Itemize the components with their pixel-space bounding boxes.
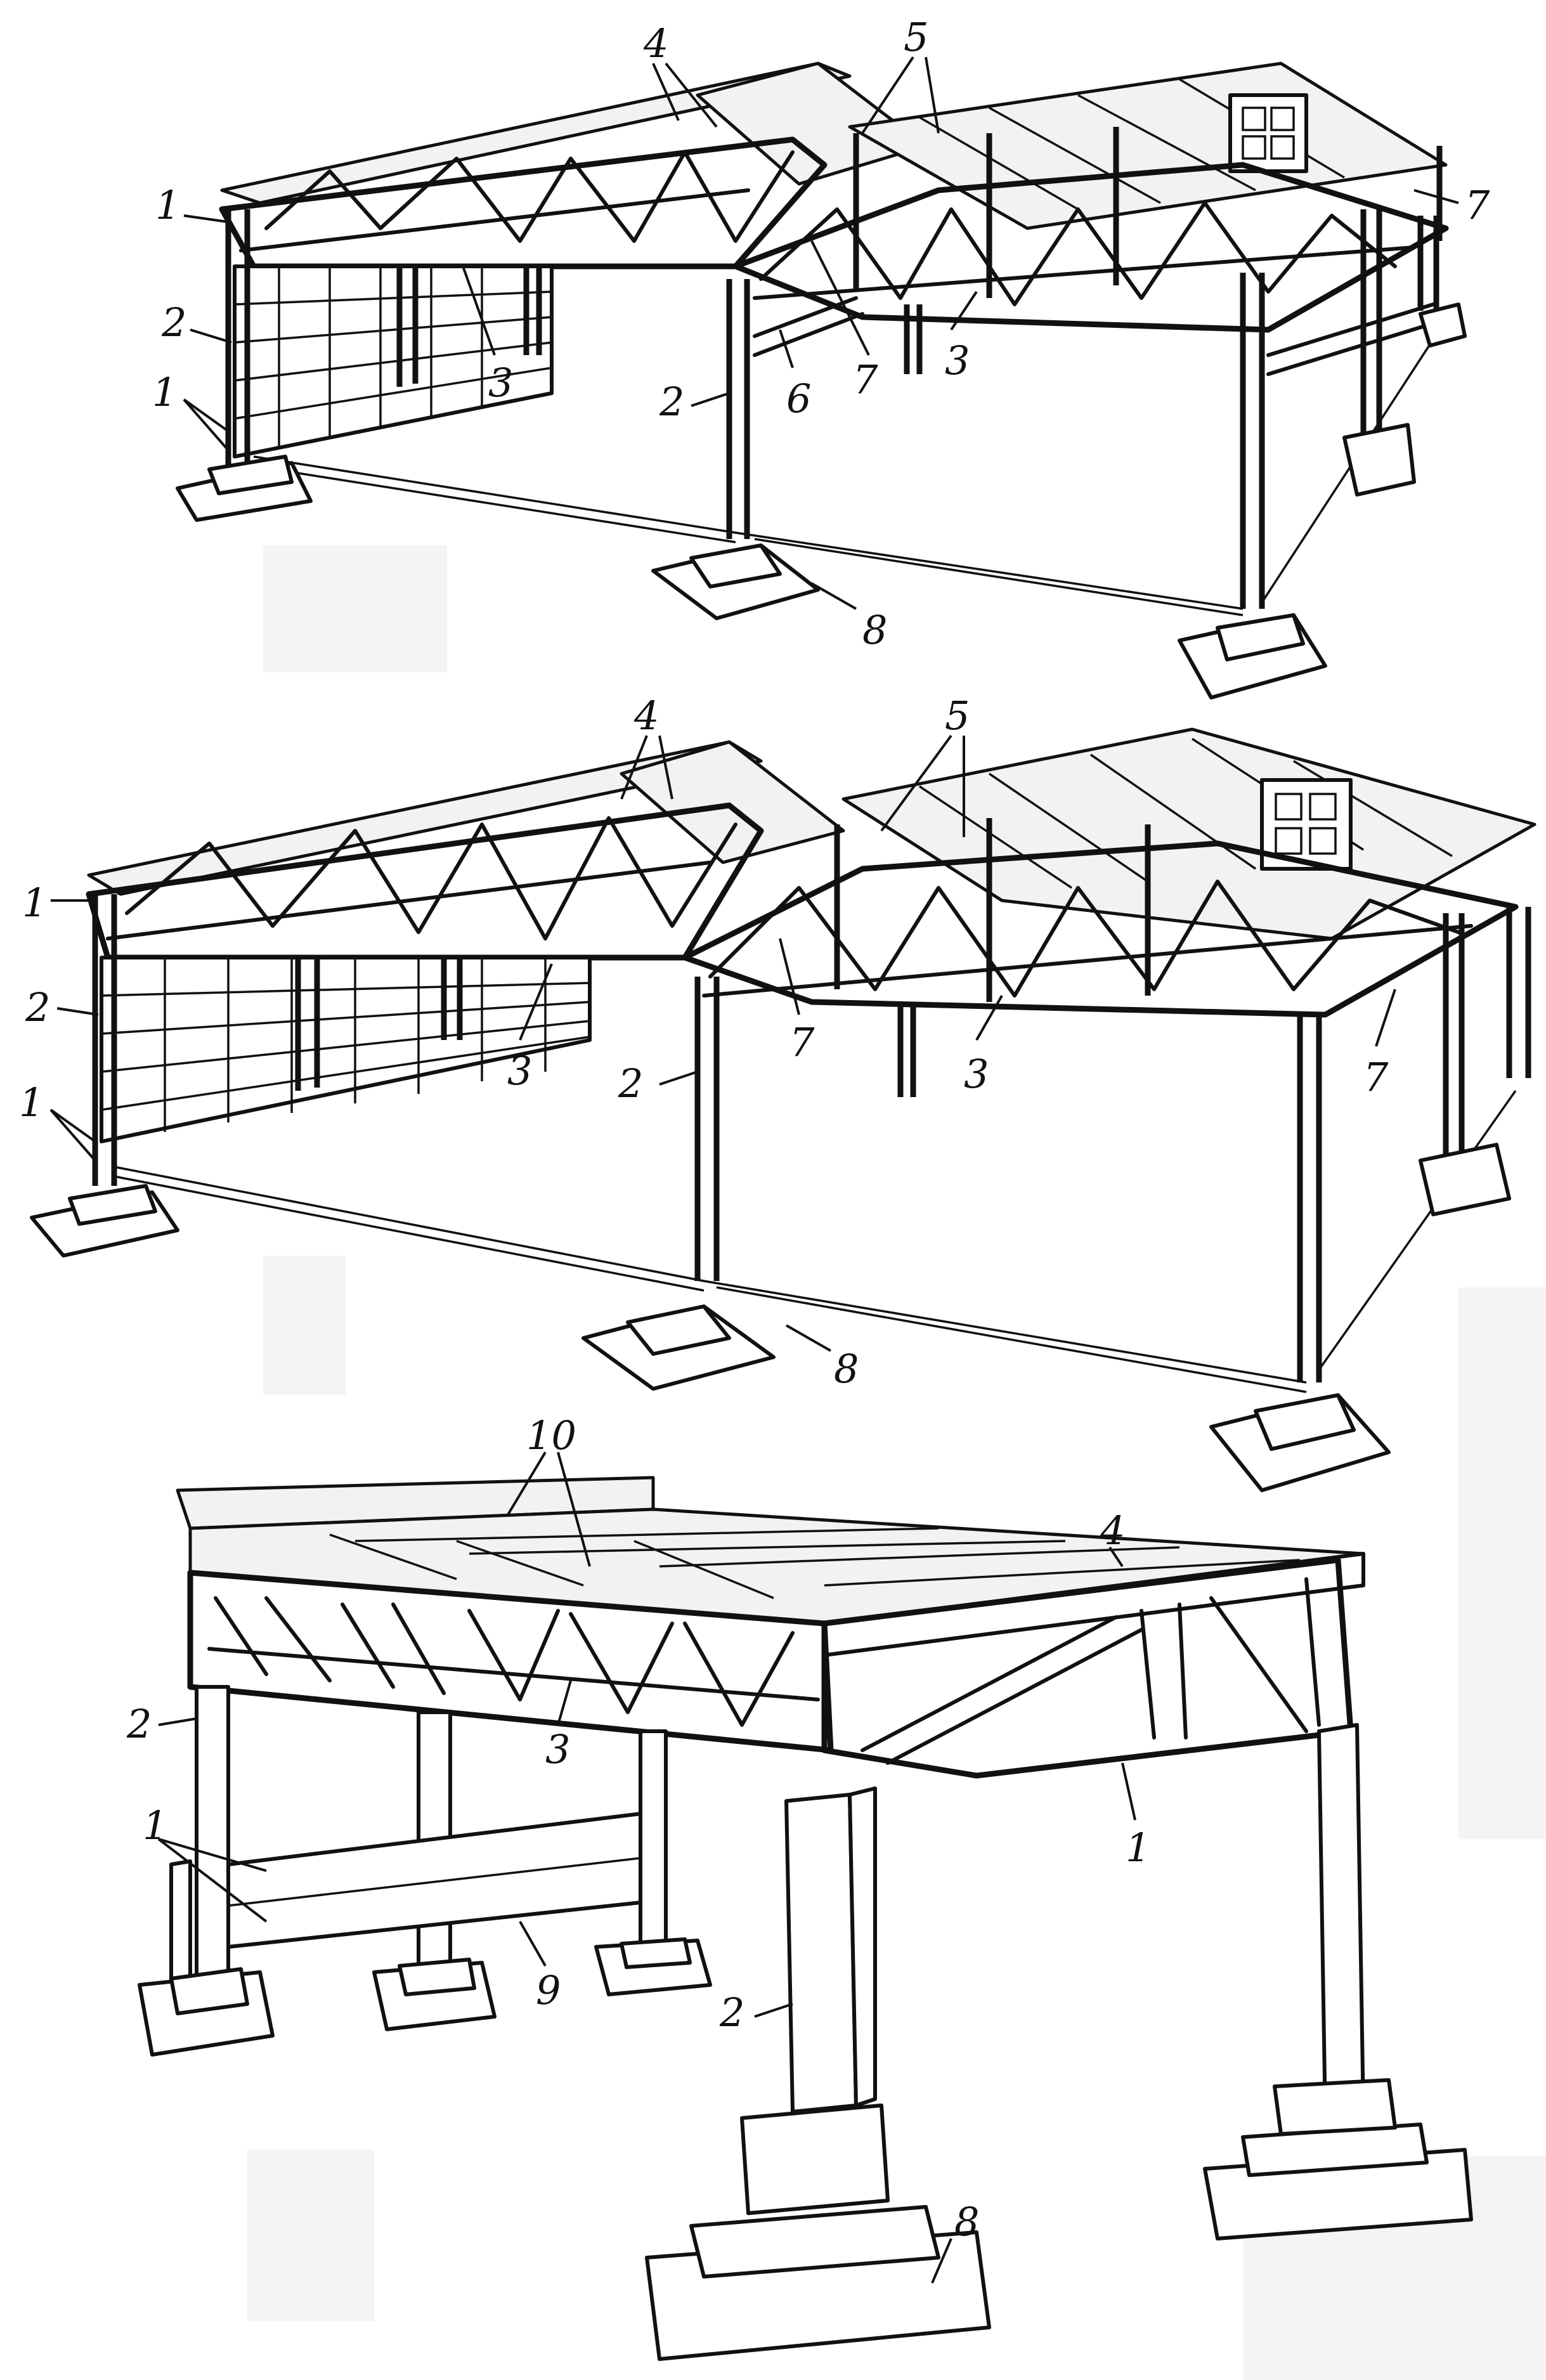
label-1-wall-beam: 1 xyxy=(19,1079,44,1126)
column-right-front xyxy=(1240,273,1265,609)
part-labels: 1 2 1 4 5 3 3 7 6 2 7 8 1 2 1 4 5 3 7 2 … xyxy=(19,14,1490,2245)
label-5-lantern-frame: 5 xyxy=(945,693,970,739)
label-2-column: 2 xyxy=(126,1701,152,1747)
column-left xyxy=(225,209,250,469)
label-7-valley: 7 xyxy=(789,1019,815,1065)
label-3-roof-truss: 3 xyxy=(507,1048,532,1094)
label-3-roof-truss: 3 xyxy=(945,337,970,384)
figure-middle-frame xyxy=(30,727,1536,1492)
roof-truss-cross xyxy=(821,1557,1354,1779)
roof-truss-left xyxy=(86,802,764,961)
label-4-lantern-truss: 4 xyxy=(633,693,659,739)
column-right-front xyxy=(1297,1015,1322,1382)
roof-edge-slab xyxy=(87,740,763,896)
scan-smudge xyxy=(263,545,447,672)
figure-bottom-frame xyxy=(138,1476,1473,2361)
label-3-roof-truss: 3 xyxy=(545,1726,570,1772)
label-9-foundation-beam: 9 xyxy=(536,1967,561,2013)
label-8-footing: 8 xyxy=(834,1346,859,1392)
column-front xyxy=(784,1793,858,2114)
label-10-roof-slab: 10 xyxy=(526,1412,576,1459)
roof-slab-right xyxy=(848,62,1448,230)
label-3-roof-truss: 3 xyxy=(964,1051,989,1097)
scan-smudge xyxy=(1458,1287,1546,1839)
label-4-roof-slab: 4 xyxy=(1100,1507,1125,1554)
lantern-panel xyxy=(1228,93,1308,173)
roof-truss-left xyxy=(219,136,828,270)
label-7-valley: 7 xyxy=(853,356,878,403)
label-5-lantern-frame: 5 xyxy=(904,14,928,60)
column-left xyxy=(92,894,117,1186)
figure-top-frame xyxy=(176,62,1467,699)
label-8-footing: 8 xyxy=(954,2199,979,2245)
column xyxy=(639,1729,668,1955)
scan-smudge xyxy=(263,1256,346,1395)
roof-truss-right xyxy=(732,162,1449,333)
label-4-lantern-truss: 4 xyxy=(643,20,668,67)
crane-beam xyxy=(753,296,864,357)
scan-smudge xyxy=(247,2150,374,2321)
label-1-column-block: 1 xyxy=(22,880,47,926)
label-1-column-block: 1 xyxy=(155,182,180,228)
label-6-crane-beam: 6 xyxy=(786,375,811,422)
label-3-roof-truss: 3 xyxy=(488,360,513,406)
label-7-valley: 7 xyxy=(1465,182,1490,228)
glazed-wall xyxy=(100,956,592,1143)
label-2-column: 2 xyxy=(25,984,50,1031)
wall-beam xyxy=(226,1812,642,1949)
roof-slab xyxy=(620,740,845,864)
label-8-footing: 8 xyxy=(862,607,887,653)
label-2-column: 2 xyxy=(719,1989,744,2036)
label-1-cross-truss: 1 xyxy=(1126,1824,1150,1871)
label-1-wall-beam: 1 xyxy=(152,369,177,415)
column-right xyxy=(1317,1723,1365,2120)
label-1-wall-beam: 1 xyxy=(143,1802,167,1849)
label-7-valley: 7 xyxy=(1363,1054,1389,1100)
label-2-column: 2 xyxy=(659,379,684,425)
leader-lines xyxy=(49,56,1459,2284)
roof-slab-right xyxy=(841,727,1536,940)
roof-truss-right xyxy=(682,840,1519,1018)
label-2-column: 2 xyxy=(161,299,186,346)
column-middle xyxy=(726,279,750,539)
column-middle xyxy=(694,977,720,1281)
label-2-column: 2 xyxy=(618,1060,643,1107)
column-left xyxy=(195,1685,230,2000)
